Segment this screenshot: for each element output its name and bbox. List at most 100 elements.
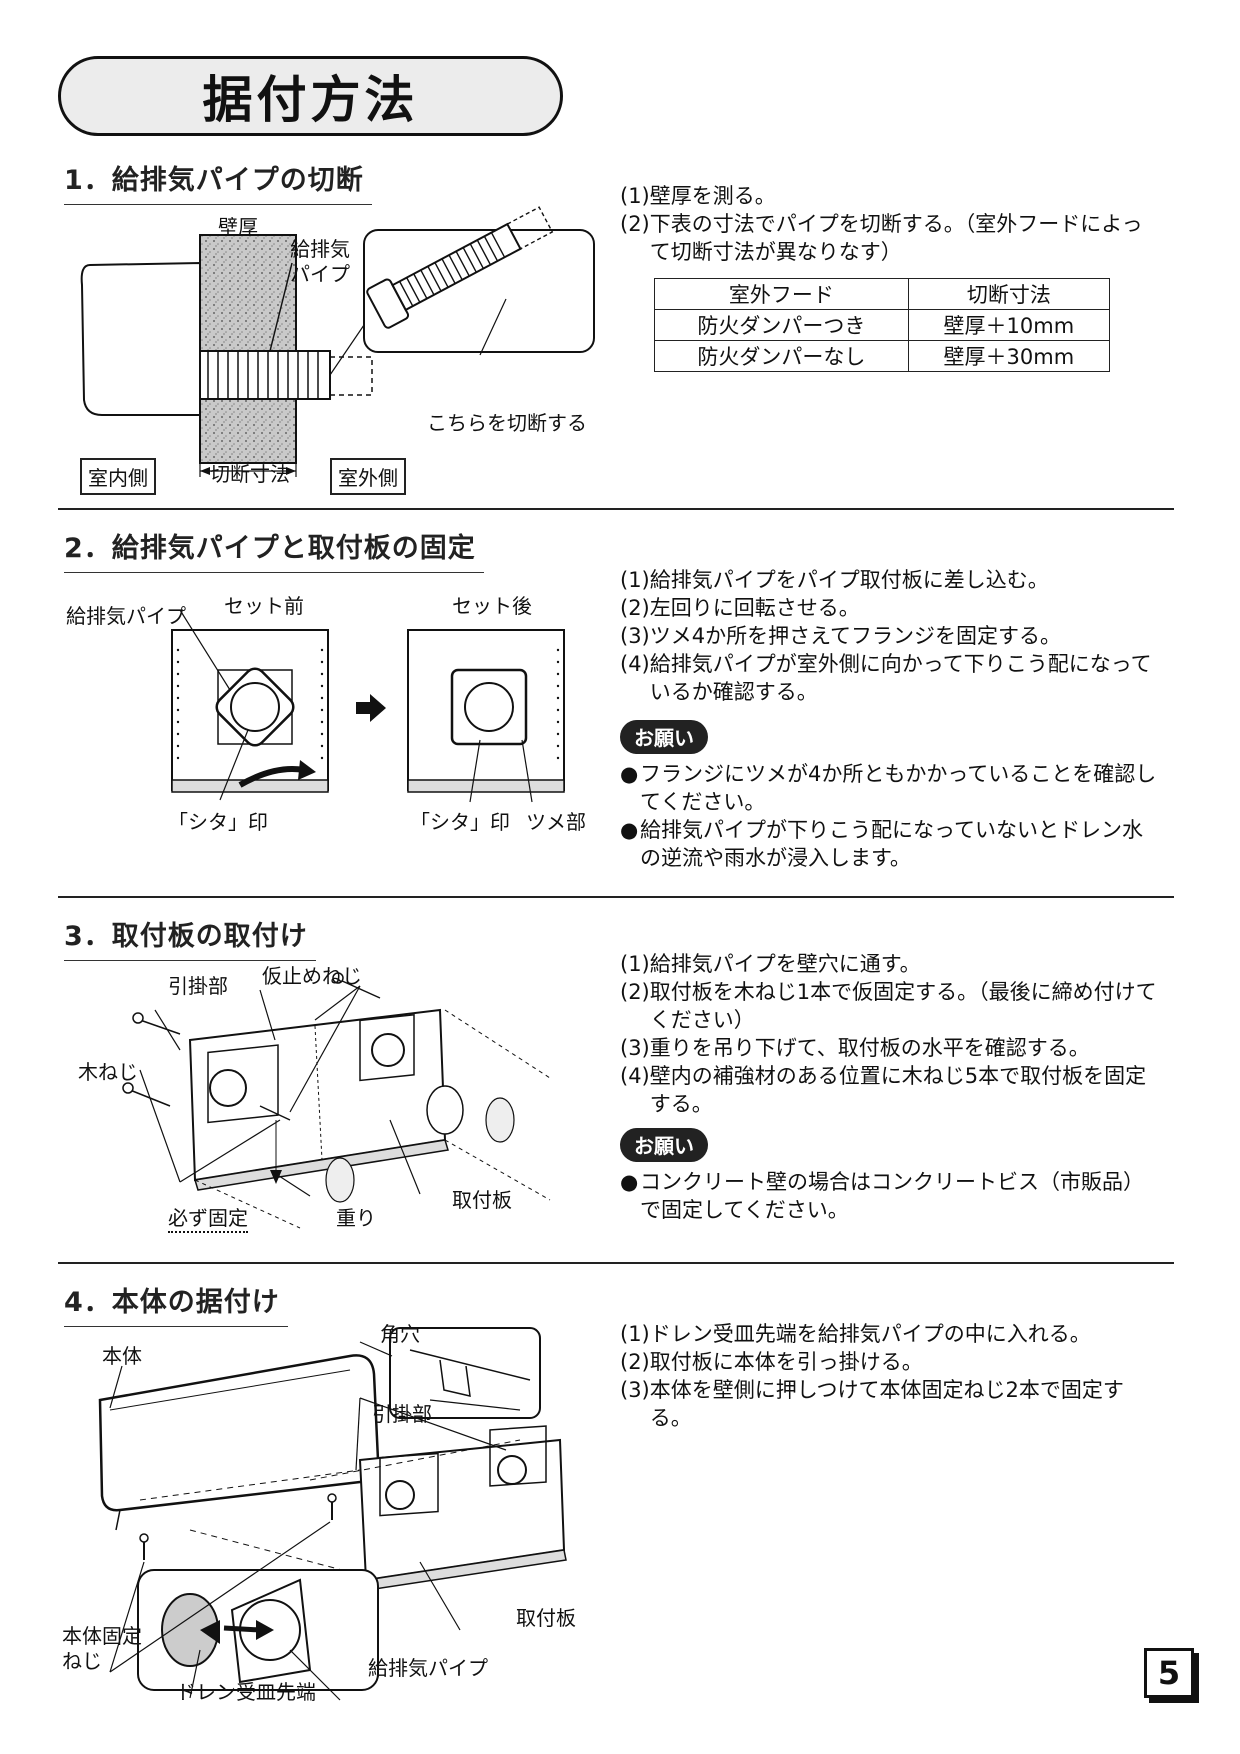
label-pipe: 給排気パイプ [368, 1656, 488, 1680]
label-before: セット前 [224, 594, 304, 618]
section-divider [58, 508, 1174, 510]
step-item: (2)取付板に本体を引っ掛ける。 [620, 1348, 1160, 1376]
page-title: 据付方法 [58, 56, 563, 136]
section-divider [58, 896, 1174, 898]
step-text: 取付板を木ねじ1本で仮固定する。（最後に締め付けてください） [649, 980, 1157, 1032]
step-text: 下表の寸法でパイプを切断する。（室外フードによって切断寸法が異なりなす） [649, 212, 1143, 264]
section2-notes: ●フランジにツメが4か所ともかかっていることを確認してください。 ●給排気パイプ… [620, 760, 1160, 872]
label-wall-thickness: 壁厚 [218, 215, 258, 239]
step-text: 取付板に本体を引っ掛ける。 [649, 1350, 923, 1374]
step-num: (1) [620, 1322, 650, 1346]
step-text: ツメ4か所を押さえてフランジを固定する。 [649, 624, 1062, 648]
step-num: (4) [620, 652, 650, 676]
step-text: 給排気パイプをパイプ取付板に差し込む。 [649, 568, 1049, 592]
note-text: 給排気パイプが下りこう配になっていないとドレン水の逆流や雨水が浸入します。 [640, 818, 1143, 870]
label-pipe: 給排気パイプ [66, 604, 186, 628]
section3-notes: ●コンクリート壁の場合はコンクリートビス（市販品）で固定してください。 [620, 1168, 1160, 1224]
label-plate: 取付板 [452, 1188, 512, 1212]
step-item: (2)取付板を木ねじ1本で仮固定する。（最後に締め付けてください） [620, 978, 1160, 1034]
section4-heading: 4．本体の据付け [64, 1280, 288, 1327]
table-header-row: 室外フード 切断寸法 [654, 278, 1111, 310]
step-num: (3) [620, 1378, 650, 1402]
step-item: (1)ドレン受皿先端を給排気パイプの中に入れる。 [620, 1320, 1160, 1348]
section-divider [58, 1262, 1174, 1264]
step-num: (2) [620, 212, 650, 236]
table-row: 防火ダンパーつき 壁厚＋10mm [654, 309, 1111, 341]
note-text: フランジにツメが4か所ともかかっていることを確認してください。 [640, 762, 1157, 814]
section3-heading: 3．取付板の取付け [64, 914, 316, 961]
table-cell: 防火ダンパーなし [654, 340, 909, 372]
label-outdoor: 室外側 [330, 458, 406, 495]
label-cut-dim: 切断寸法 [210, 462, 290, 486]
label-body: 本体 [102, 1344, 142, 1368]
table-cell: 壁厚＋30mm [907, 340, 1111, 372]
section2-diagram [171, 609, 565, 803]
step-item: (4)壁内の補強材のある位置に木ねじ5本で取付板を固定する。 [620, 1062, 1160, 1118]
step-num: (3) [620, 624, 650, 648]
step-text: 給排気パイプを壁穴に通す。 [649, 952, 921, 976]
note-item: ●フランジにツメが4か所ともかかっていることを確認してください。 [620, 760, 1160, 816]
step-text: 給排気パイプが室外側に向かって下りこう配になっているか確認する。 [649, 652, 1152, 704]
section2-steps: (1)給排気パイプをパイプ取付板に差し込む。 (2)左回りに回転させる。 (3)… [620, 566, 1160, 706]
label-indoor: 室内側 [80, 458, 156, 495]
section2-heading: 2．給排気パイプと取付板の固定 [64, 526, 484, 573]
label-temp-screw: 仮止めねじ [262, 964, 362, 988]
step-num: (2) [620, 980, 650, 1004]
label-plate: 取付板 [516, 1606, 576, 1630]
step-item: (2)下表の寸法でパイプを切断する。（室外フードによって切断寸法が異なりなす） [620, 210, 1160, 266]
label-fix-screw-line2: ねじ [62, 1649, 102, 1673]
bullet-icon: ● [620, 818, 639, 842]
label-square-hole: 角穴 [380, 1322, 420, 1346]
section4-diagram [98, 1327, 567, 1701]
step-num: (4) [620, 1064, 650, 1088]
label-hook: 引掛部 [168, 974, 228, 998]
note-item: ●コンクリート壁の場合はコンクリートビス（市販品）で固定してください。 [620, 1168, 1160, 1224]
label-pipe-line1: 給排気 [290, 237, 350, 261]
onegai-badge-3: お願い [620, 1128, 708, 1162]
section4-steps: (1)ドレン受皿先端を給排気パイプの中に入れる。 (2)取付板に本体を引っ掛ける… [620, 1320, 1160, 1432]
label-shita-mark-left: 「シタ」印 [168, 810, 268, 834]
step-num: (1) [620, 568, 650, 592]
onegai-label: お願い [620, 720, 708, 754]
table-row: 防火ダンパーなし 壁厚＋30mm [654, 340, 1111, 372]
section3-steps: (1)給排気パイプを壁穴に通す。 (2)取付板を木ねじ1本で仮固定する。（最後に… [620, 950, 1160, 1118]
table-cell: 防火ダンパーつき [654, 309, 909, 341]
label-hook: 引掛部 [372, 1402, 432, 1426]
label-after: セット後 [452, 594, 532, 618]
step-text: 本体を壁側に押しつけて本体固定ねじ2本で固定する。 [649, 1378, 1124, 1430]
onegai-badge-2: お願い [620, 720, 708, 754]
label-drain-tip: ドレン受皿先端 [176, 1680, 316, 1704]
label-must-fix: 必ず固定 [168, 1202, 248, 1233]
bullet-icon: ● [620, 1170, 639, 1194]
note-text: コンクリート壁の場合はコンクリートビス（市販品）で固定してください。 [640, 1170, 1144, 1222]
step-num: (1) [620, 184, 650, 208]
section1-diagram [80, 206, 595, 477]
step-num: (3) [620, 1036, 650, 1060]
step-item: (1)壁厚を測る。 [620, 182, 1160, 210]
step-text: 壁厚を測る。 [649, 184, 776, 208]
label-fix-screw-line1: 本体固定 [62, 1624, 142, 1648]
section1-heading: 1．給排気パイプの切断 [64, 158, 372, 205]
table-cell: 壁厚＋10mm [907, 309, 1111, 341]
step-text: 壁内の補強材のある位置に木ねじ5本で取付板を固定する。 [649, 1064, 1147, 1116]
note-item: ●給排気パイプが下りこう配になっていないとドレン水の逆流や雨水が浸入します。 [620, 816, 1160, 872]
step-item: (1)給排気パイプを壁穴に通す。 [620, 950, 1160, 978]
label-wood-screw: 木ねじ [78, 1060, 138, 1084]
step-num: (1) [620, 952, 650, 976]
step-text: 左回りに回転させる。 [649, 596, 860, 620]
step-item: (2)左回りに回転させる。 [620, 594, 1160, 622]
label-pipe-line2: パイプ [290, 262, 350, 286]
section1-steps: (1)壁厚を測る。 (2)下表の寸法でパイプを切断する。（室外フードによって切断… [620, 182, 1160, 266]
label-weight: 重り [336, 1206, 376, 1230]
label-shita-mark-right: 「シタ」印 [410, 810, 510, 834]
step-item: (3)ツメ4か所を押さえてフランジを固定する。 [620, 622, 1160, 650]
section3-diagram [122, 972, 551, 1229]
step-item: (3)本体を壁側に押しつけて本体固定ねじ2本で固定する。 [620, 1376, 1160, 1432]
cut-size-table: 室外フード 切断寸法 防火ダンパーつき 壁厚＋10mm 防火ダンパーなし 壁厚＋… [654, 278, 1111, 372]
step-item: (4)給排気パイプが室外側に向かって下りこう配になっているか確認する。 [620, 650, 1160, 706]
onegai-label: お願い [620, 1128, 708, 1162]
label-tsume: ツメ部 [526, 810, 586, 834]
bullet-icon: ● [620, 762, 639, 786]
step-item: (1)給排気パイプをパイプ取付板に差し込む。 [620, 566, 1160, 594]
table-header: 切断寸法 [907, 278, 1111, 310]
